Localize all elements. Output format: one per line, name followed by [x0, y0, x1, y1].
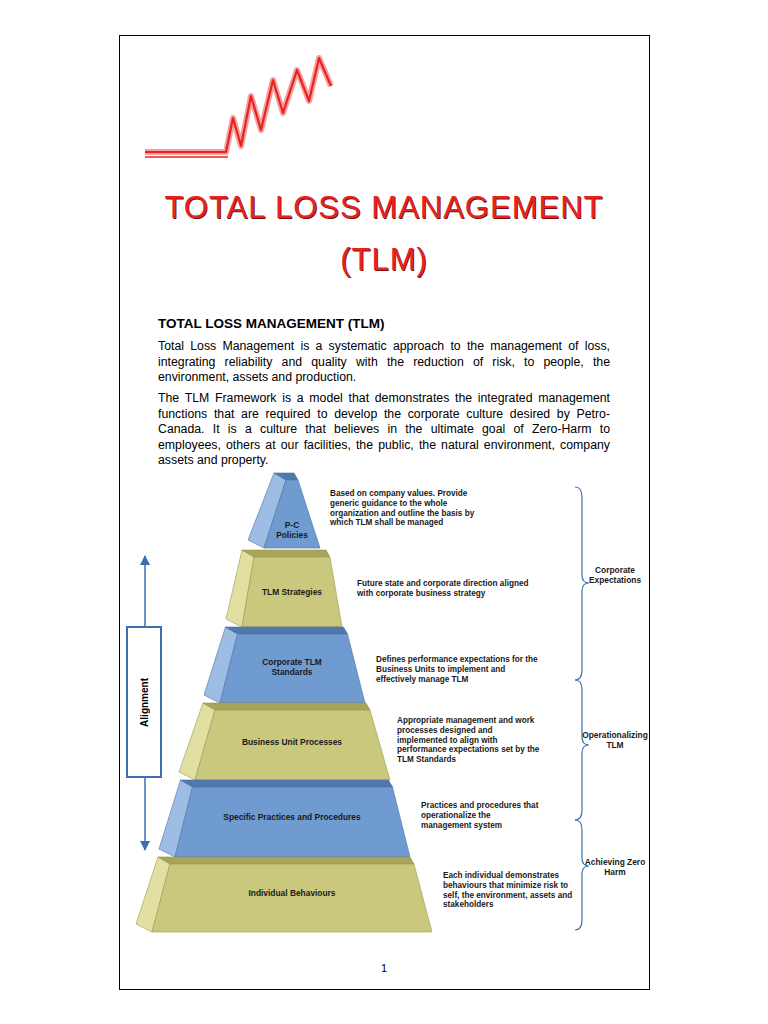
section-heading: TOTAL LOSS MANAGEMENT (TLM) [158, 316, 618, 331]
tier-top [203, 703, 370, 710]
tier-description: Each individual demonstrates behaviours … [443, 871, 581, 910]
tier-top [158, 857, 414, 864]
tier-front [175, 787, 410, 857]
tier-front [152, 864, 432, 932]
alignment-box: Alignment [126, 626, 162, 778]
tier-description: Practices and procedures that operationa… [421, 801, 543, 830]
tier-description: Based on company values. Provide generic… [330, 489, 495, 528]
logo-zigzag [145, 58, 331, 152]
bracket-label: Operationalizing TLM [580, 730, 650, 750]
pyramid-tier: Specific Practices and Procedures [155, 780, 412, 857]
tier-description: Future state and corporate direction ali… [357, 579, 532, 599]
tier-label: Individual Behaviours [192, 888, 392, 898]
tier-label: TLM Strategies [257, 587, 327, 597]
tier-label: Specific Practices and Procedures [197, 812, 387, 822]
curly-brace [575, 680, 589, 820]
page-border [120, 36, 650, 990]
tier-label: P-C Policies [273, 520, 311, 540]
tier-top [225, 627, 347, 634]
tier-front [195, 710, 390, 780]
bracket-label: Corporate Expectations [580, 565, 650, 585]
tier-front [242, 557, 342, 627]
curly-brace [575, 820, 589, 930]
pyramid-tier: TLM Strategies [222, 550, 344, 627]
body-paragraph: The TLM Framework is a model that demons… [158, 391, 610, 469]
page-title: TOTAL LOSS MANAGEMENT (TLM) [154, 182, 614, 286]
tier-top [242, 550, 330, 557]
page-number: 1 [364, 962, 404, 974]
logo-underline [145, 156, 228, 158]
tier-top [274, 473, 298, 480]
tier-description: Appropriate management and work processe… [397, 716, 545, 765]
pyramid-tier: Individual Behaviours [132, 857, 434, 932]
pyramid-tier: Business Unit Processes [175, 703, 392, 780]
tier-front [220, 634, 365, 703]
logo-glow [145, 58, 331, 152]
tier-label: Corporate TLM Standards [246, 657, 338, 677]
bracket-label: Achieving Zero Harm [580, 857, 650, 877]
alignment-label: Alignment [139, 678, 150, 727]
curly-brace [575, 487, 589, 680]
tier-label: Business Unit Processes [217, 737, 367, 747]
body-paragraph: Total Loss Management is a systematic ap… [158, 339, 610, 386]
pyramid-tier: P-C Policies [244, 473, 322, 548]
tier-description: Defines performance expectations for the… [376, 655, 546, 684]
pyramid-tier: Corporate TLM Standards [200, 627, 367, 703]
tier-front [264, 480, 320, 548]
tier-top [180, 780, 392, 787]
